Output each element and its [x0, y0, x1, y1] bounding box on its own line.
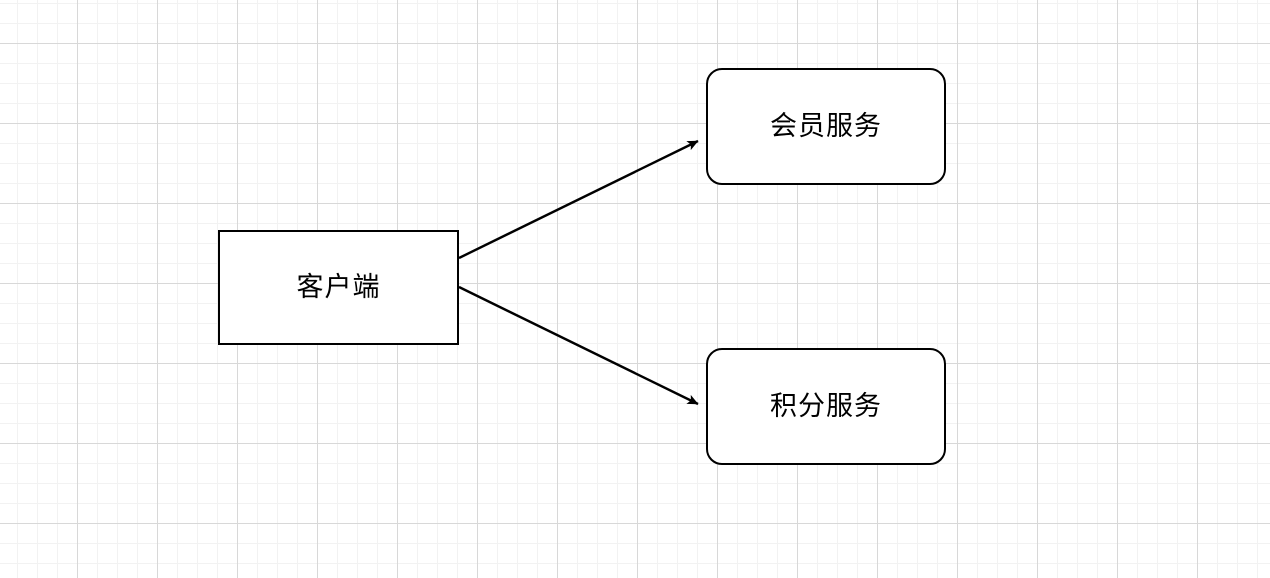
edge-client-to-member[interactable] [458, 139, 699, 260]
node-client[interactable]: 客户端 [218, 230, 459, 345]
node-member-service-label: 会员服务 [770, 111, 882, 142]
node-member-service[interactable]: 会员服务 [706, 68, 946, 185]
edge-client-to-points[interactable] [458, 285, 699, 406]
node-points-service[interactable]: 积分服务 [706, 348, 946, 465]
node-points-service-label: 积分服务 [770, 391, 882, 422]
node-client-label: 客户端 [296, 272, 381, 303]
